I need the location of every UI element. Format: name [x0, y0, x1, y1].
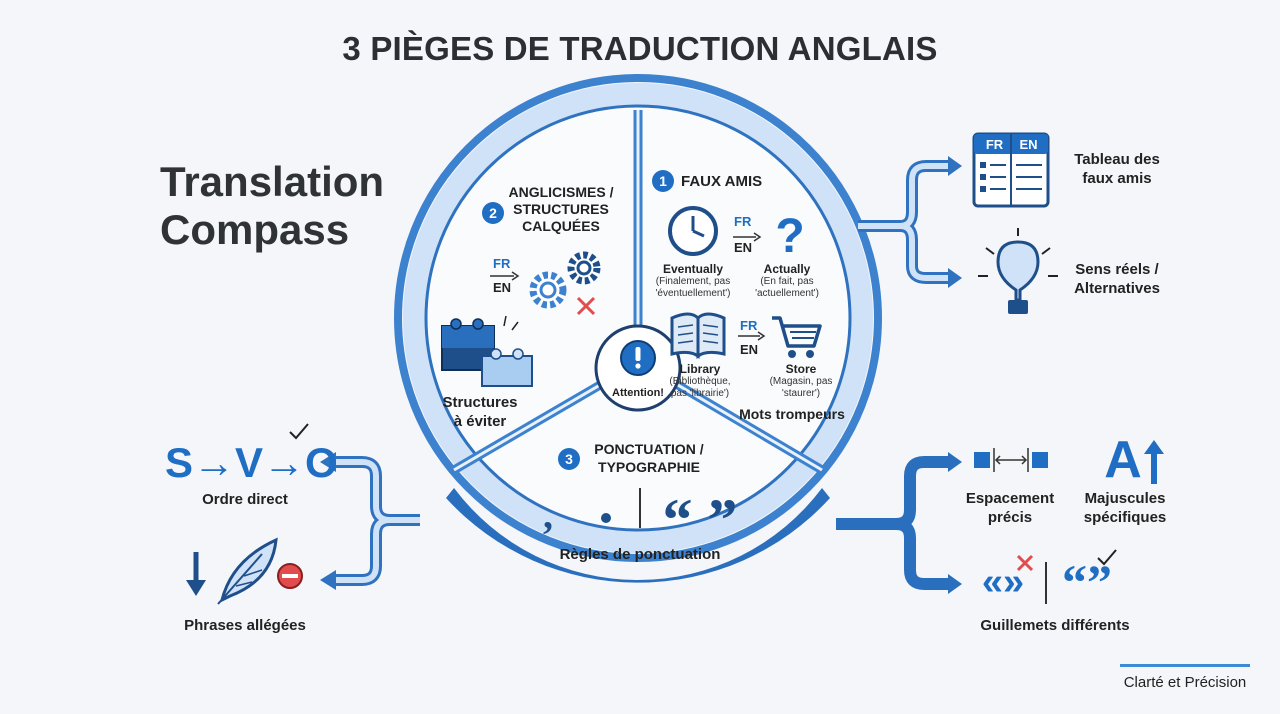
cart-icon: [772, 316, 822, 358]
word-actually: Actually: [763, 262, 811, 276]
english-quotes: “”: [1062, 554, 1112, 610]
connector-right-top-inner: [858, 163, 950, 281]
fr-label-3: FR: [493, 256, 511, 271]
fr-label: FR: [734, 214, 752, 229]
comma-glyph: ,: [543, 492, 553, 537]
word-store: Store: [785, 362, 817, 376]
svo-glyph: S→V→O: [165, 439, 338, 486]
arrow-right-icon-2: [738, 331, 766, 341]
table-en-label: EN: [1019, 137, 1038, 152]
note-eventually: (Finalement, pas 'éventuellement'): [655, 276, 731, 299]
table-icon: [972, 132, 1050, 208]
word-library: Library: [679, 362, 721, 376]
en-label: EN: [734, 240, 753, 255]
section-1-footer: Mots trompeurs: [739, 406, 845, 422]
compass-title: Translation Compass: [160, 158, 385, 253]
uppercase-arrow-icon: [1144, 440, 1164, 484]
footer-text: Clarté et Précision: [1123, 674, 1247, 691]
book-icon: [670, 312, 726, 359]
arrowhead-guillemets: [948, 574, 962, 594]
spacing-icon: [974, 448, 1048, 472]
check-icon: [1097, 549, 1117, 566]
svo-label: Ordre direct: [202, 491, 288, 508]
majuscules-label: Majuscules spécifiques: [1083, 490, 1167, 526]
arrowhead-tableau: [948, 156, 962, 176]
section-2-footer: Structures à éviter: [442, 394, 518, 430]
section-3-footer: Règles de ponctuation: [559, 546, 721, 563]
ring-band: [403, 83, 873, 553]
section-1-heading: FAUX AMIS: [681, 173, 763, 190]
note-actually: (En fait, pas 'actuellement'): [755, 276, 819, 299]
gear-icon-2: [567, 251, 601, 285]
cross-icon-2: [1016, 554, 1034, 572]
fr-label-2: FR: [740, 318, 758, 333]
feather-icon: [217, 537, 278, 605]
clock-icon: [668, 206, 718, 256]
table-fr-label: FR: [985, 137, 1004, 152]
blocks-icon: [441, 315, 533, 387]
french-guillemets: «»: [981, 561, 1025, 603]
note-library: (Bibliothèque, pas 'librairie'): [669, 376, 731, 399]
section-2-heading: ANGLICISMES / STRUCTURES CALQUÉES: [508, 184, 614, 234]
center-label: Attention!: [612, 387, 664, 399]
question-icon: ?: [775, 210, 804, 263]
espacement-label: Espacement précis: [965, 490, 1055, 526]
arrowhead-phrases: [320, 570, 336, 590]
connector-right-bottom: [836, 456, 950, 590]
page-title: 3 PIÈGES DE TRADUCTION ANGLAIS: [342, 30, 938, 67]
uppercase-glyph: A: [1104, 431, 1142, 489]
divider-left-inner: [453, 376, 613, 472]
cross-icon: [576, 296, 596, 316]
section-1-number: 1: [652, 170, 674, 192]
connector-left-inner: [334, 459, 420, 583]
gear-icon: [529, 271, 567, 309]
phrases-label: Phrases allégées: [184, 617, 306, 634]
outer-ring: [394, 74, 882, 562]
guillemets-label: Guillemets différents: [980, 617, 1130, 634]
section-3-number: 3: [558, 448, 580, 470]
en-label-3: EN: [493, 280, 512, 295]
word-eventually: Eventually: [662, 262, 724, 276]
section-2-number: 2: [482, 202, 504, 224]
arrowhead-svo: [320, 452, 336, 472]
sens-label: Sens réels / Alternatives: [1074, 261, 1160, 297]
en-label-2: EN: [740, 342, 759, 357]
ponctuation-arc: [446, 488, 830, 583]
arrow-right-icon-3: [490, 271, 520, 281]
minus-icon: [277, 563, 303, 589]
lightbulb-icon: [978, 228, 1058, 314]
check-icon-svo: [289, 423, 309, 440]
quotes-glyph: “ ”: [663, 487, 738, 553]
tableau-label: Tableau des faux amis: [1074, 151, 1160, 187]
note-store: (Magasin, pas 'staurer'): [769, 376, 833, 399]
section-3-heading: PONCTUATION / TYPOGRAPHIE: [594, 441, 704, 475]
divider-right-inner: [665, 376, 823, 472]
footer-line: [1120, 664, 1250, 667]
period-glyph: [601, 513, 611, 523]
arrow-right-icon: [733, 232, 762, 242]
down-arrow-icon: [186, 552, 206, 596]
arrowhead-sens: [948, 268, 962, 288]
arrowhead-espacement: [948, 452, 962, 472]
